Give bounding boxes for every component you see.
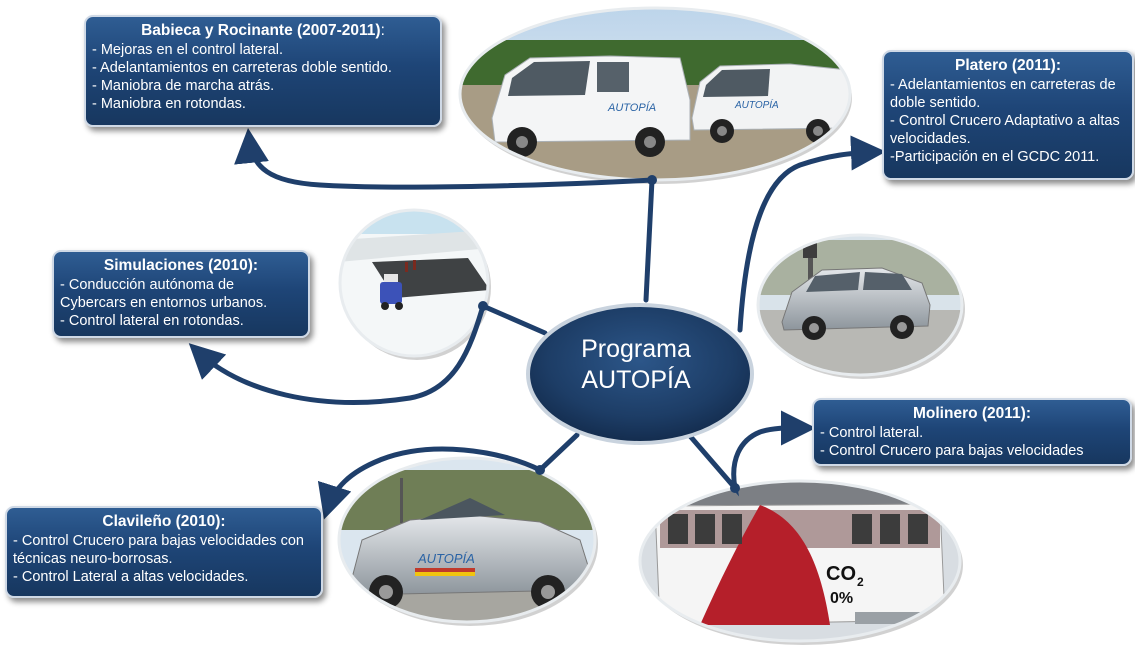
clavileno-logo-text: AUTOPÍA	[417, 551, 475, 566]
junction-dot-molinero	[730, 483, 740, 493]
molinero-item: - Control lateral.	[820, 425, 924, 441]
simulation-photo	[338, 208, 491, 360]
junction-dot-simulaciones	[478, 301, 488, 311]
connector-clavileno	[317, 432, 580, 520]
babieca-item: - Mejoras en el control lateral.	[92, 42, 283, 58]
vans-logo-text-2: AUTOPÍA	[734, 98, 779, 111]
junction-dot-clavileno	[535, 465, 545, 475]
clavileno-title: Clavileño (2010):	[102, 513, 226, 530]
bus-co2-subscript: 2	[857, 575, 864, 589]
hub-label-line1: Programa	[581, 335, 691, 363]
hub-label: Programa AUTOPÍA	[528, 334, 744, 396]
clavileno-item: - Control Crucero para bajas velocidades…	[13, 533, 304, 567]
connectors	[188, 128, 886, 520]
babieca-item: - Maniobra de marcha atrás.	[92, 78, 275, 94]
molinero-title: Molinero (2011):	[913, 405, 1031, 422]
molinero-box: Molinero (2011): - Control lateral. - Co…	[812, 398, 1132, 466]
babieca-title: Babieca y Rocinante (2007-2011):	[92, 21, 434, 41]
clavileno-photo: AUTOPÍA	[337, 456, 598, 626]
babieca-item: - Adelantamientos en carreteras doble se…	[92, 60, 392, 76]
connector-babieca	[234, 128, 655, 303]
bus-zero-text: 0%	[830, 590, 853, 607]
platero-title: Platero (2011):	[955, 57, 1061, 74]
simulaciones-box: Simulaciones (2010): - Conducción autóno…	[52, 250, 310, 338]
bus-co2-text: CO	[826, 563, 856, 585]
vans-photo: AUTOPÍA AUTOPÍA	[458, 6, 852, 184]
babieca-item: - Maniobra en rotondas.	[92, 96, 246, 112]
platero-item: -Participación en el GCDC 2011.	[890, 149, 1100, 165]
connector-platero	[737, 135, 886, 333]
molinero-photo: CO 2 0%	[638, 479, 963, 645]
simulaciones-item: - Conducción autónoma de Cybercars en en…	[60, 277, 268, 311]
hub-node	[526, 303, 754, 445]
simulaciones-title: Simulaciones (2010):	[103, 257, 259, 274]
connector-dots	[478, 175, 740, 493]
platero-item: - Control Crucero Adaptativo a altas vel…	[890, 113, 1120, 147]
hub-label-line2: AUTOPÍA	[581, 366, 691, 394]
vans-logo-text: AUTOPÍA	[607, 101, 656, 114]
babieca-rocinante-box: Babieca y Rocinante (2007-2011): - Mejor…	[84, 15, 442, 127]
molinero-item: - Control Crucero para bajas velocidades	[820, 443, 1084, 459]
simulaciones-item: - Control lateral en rotondas.	[60, 313, 244, 329]
clavileno-item: - Control Lateral a altas velocidades.	[13, 569, 249, 585]
connector-molinero	[687, 410, 816, 497]
platero-item: - Adelantamientos en carreteras de doble…	[890, 77, 1116, 111]
platero-box: Platero (2011): - Adelantamientos en car…	[882, 50, 1134, 180]
clavileno-box: Clavileño (2010): - Control Crucero para…	[5, 506, 323, 598]
connector-simulaciones	[188, 302, 548, 405]
junction-dot-babieca	[647, 175, 657, 185]
babieca-title-text: Babieca y Rocinante (2007-2011)	[141, 22, 381, 39]
babieca-title-suffix: :	[380, 22, 385, 39]
platero-photo	[756, 233, 965, 379]
